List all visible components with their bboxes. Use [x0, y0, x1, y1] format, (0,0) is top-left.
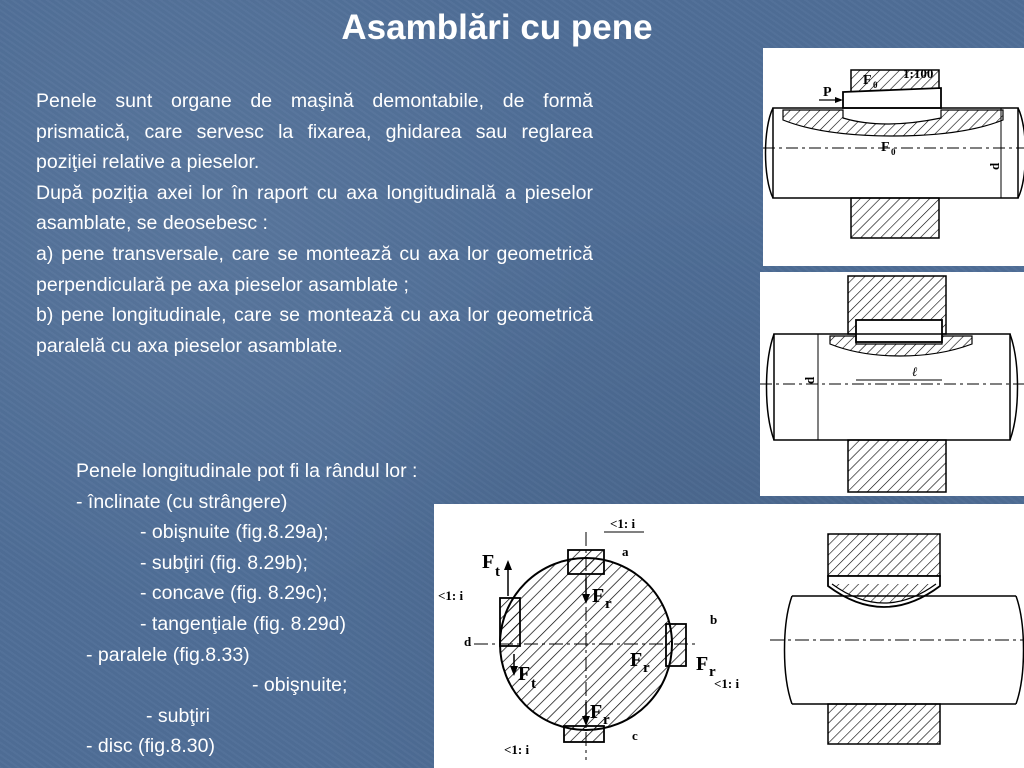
figure-parallel-key: d ℓ	[760, 272, 1024, 496]
force-fr-outer-sub: r	[709, 664, 716, 680]
force-f0-top-label: F	[863, 73, 872, 88]
force-ft-top-label: F	[482, 551, 494, 573]
force-ft-top-sub: t	[495, 564, 500, 580]
slope-top-label: <1: i	[610, 516, 635, 531]
paragraph-classification: După poziţia axei lor în raport cu axa l…	[36, 181, 593, 235]
paragraph-transversal-keys: a) pene transversale, care se montează c…	[36, 242, 593, 296]
list-item-ordinary: - obişnuite (fig.8.29a);	[140, 521, 329, 544]
list-item-disc: - disc (fig.8.30)	[86, 735, 215, 758]
label-b: b	[710, 612, 717, 627]
key-types-list: Penele longitudinale pot fi la rândul lo…	[36, 456, 636, 762]
list-intro: Penele longitudinale pot fi la rândul lo…	[76, 460, 418, 482]
slope-bottom-label: <1: i	[504, 742, 529, 757]
force-fr-bottom-sub: r	[603, 712, 610, 728]
force-f0-top-sub: 0	[873, 80, 878, 90]
tangential-keys-drawing: <1: i <1: i <1: i <1: i a b c d F t F r …	[438, 516, 739, 760]
paragraph-definition: Penele sunt organe de maşină demontabile…	[36, 90, 593, 174]
list-item-thin: - subţiri (fig. 8.29b);	[140, 551, 308, 574]
dim-d-label: d	[802, 376, 817, 384]
body-text: Penele sunt organe de maşină demontabile…	[36, 86, 593, 361]
concave-key-drawing	[770, 533, 1024, 745]
force-fr-right-label: F	[630, 649, 642, 671]
figure-concave-key	[770, 504, 1024, 768]
force-fr-right-sub: r	[643, 660, 650, 676]
slope-right-label: <1: i	[714, 676, 739, 691]
force-fr-bottom-label: F	[590, 701, 602, 723]
list-item-concave: - concave (fig. 8.29c);	[140, 582, 328, 605]
force-fr-top-sub: r	[605, 596, 612, 612]
slope-label: 1:100	[903, 66, 933, 81]
figure-tangential-keys: <1: i <1: i <1: i <1: i a b c d F t F r …	[434, 504, 770, 768]
list-item-parallel-ordinary: - obişnuite;	[252, 674, 348, 697]
list-item-tangential: - tangenţiale (fig. 8.29d)	[140, 612, 346, 635]
force-fr-top-label: F	[592, 585, 604, 607]
slide-title: Asamblări cu pene	[341, 8, 653, 47]
parallel-key-drawing: d ℓ	[760, 275, 1024, 493]
list-item-inclined: - înclinate (cu strângere)	[76, 490, 288, 513]
force-f0-bottom-sub: 0	[891, 147, 896, 157]
slope-left-label: <1: i	[438, 588, 463, 603]
list-item-parallel: - paralele (fig.8.33)	[86, 643, 250, 666]
label-d: d	[464, 634, 472, 649]
dim-l-label: ℓ	[912, 364, 918, 379]
force-f0-bottom-label: F	[881, 140, 890, 155]
force-ft-bottom-sub: t	[531, 676, 536, 692]
figure-inclined-key: d 1:100 F 0 F 0 P	[763, 48, 1024, 266]
list-item-parallel-thin: - subţiri	[146, 704, 210, 727]
force-ft-bottom-label: F	[518, 663, 530, 685]
force-fr-outer-label: F	[696, 653, 708, 675]
force-p-label: P	[823, 85, 832, 100]
dim-d-label: d	[987, 162, 1002, 170]
paragraph-longitudinal-keys: b) pene longitudinale, care se montează …	[36, 304, 593, 357]
label-a: a	[622, 544, 629, 559]
inclined-key-drawing: d 1:100 F 0 F 0 P	[763, 66, 1024, 239]
label-c: c	[632, 728, 638, 743]
